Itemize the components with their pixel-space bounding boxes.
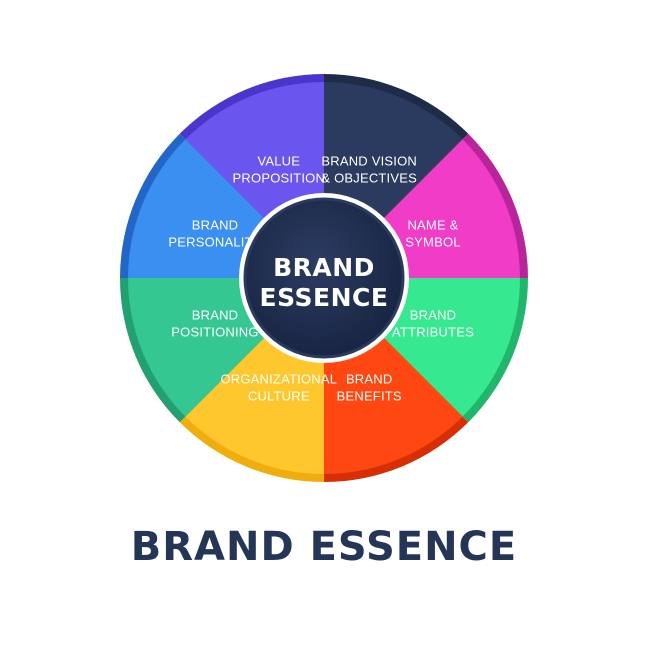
center-circle — [243, 197, 405, 359]
center-title-line-1: BRAND — [273, 253, 375, 282]
segment-8-label-line-1: VALUE — [257, 154, 300, 169]
segment-5-label-line-2: CULTURE — [248, 389, 310, 404]
segment-1-label-line-2: & OBJECTIVES — [321, 171, 417, 186]
segment-5-label-line-1: ORGANIZATIONAL — [220, 372, 337, 387]
segment-4-label-line-2: BENEFITS — [337, 389, 402, 404]
labels-layer: BRAND VISION & OBJECTIVES NAME & SYMBOL BRAN… — [168, 154, 474, 404]
segment-4-label-line-1: BRAND — [346, 372, 393, 387]
segment-6-label-line-1: BRAND — [192, 308, 239, 323]
segment-6-label-line-2: POSITIONING — [171, 325, 258, 340]
segment-3-label-line-2: ATTRIBUTES — [392, 325, 474, 340]
segment-7-label-line-2: PERSONALITY — [168, 234, 261, 249]
segment-7-label-line-1: BRAND — [192, 217, 239, 232]
segment-2-label-line-2: SYMBOL — [405, 234, 460, 249]
segment-8-label-line-2: PROPOSITION — [233, 171, 326, 186]
footer-title: BRAND ESSENCE — [130, 524, 518, 570]
segment-3-label-line-1: BRAND — [410, 308, 457, 323]
center-title-line-2: ESSENCE — [260, 283, 389, 312]
segment-2-label-line-1: NAME & — [407, 217, 458, 232]
segment-1-label-line-1: BRAND VISION — [321, 154, 417, 169]
